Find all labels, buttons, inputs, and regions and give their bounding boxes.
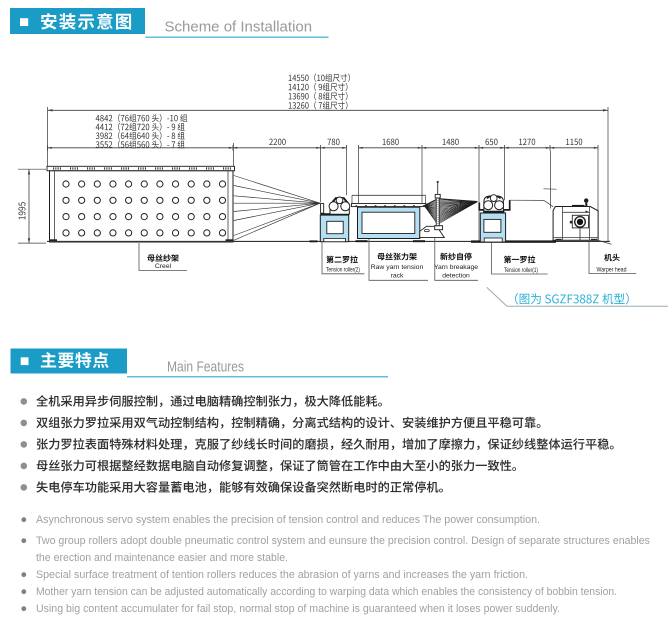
- svg-text:Scheme of Installation: Scheme of Installation: [165, 19, 313, 36]
- svg-text:Mother yarn tension can be adj: Mother yarn tension can be adjusted auto…: [36, 586, 617, 598]
- svg-text:Tension roller(2): Tension roller(2): [326, 267, 360, 274]
- svg-text:Tension roller(1): Tension roller(1): [504, 267, 538, 274]
- svg-text:Raw yarn tension: Raw yarn tension: [371, 264, 424, 271]
- svg-text:Two group rollers adopt double: Two group rollers adopt double pneumatic…: [36, 535, 650, 547]
- svg-text:Special surface treatment of t: Special surface treatment of tention rol…: [36, 569, 528, 581]
- svg-text:Warper head: Warper head: [597, 266, 627, 273]
- svg-text:detection: detection: [442, 272, 470, 279]
- svg-text:Creel: Creel: [155, 263, 172, 270]
- svg-text:Using big content accumulater: Using big content accumulater for fail s…: [36, 603, 560, 615]
- svg-text:Main Features: Main Features: [167, 359, 244, 376]
- svg-text:Yarn breakage: Yarn breakage: [434, 264, 478, 271]
- svg-text:Asynchronous servo system enab: Asynchronous servo system enables the pr…: [36, 514, 540, 526]
- svg-text:rack: rack: [391, 272, 404, 279]
- svg-text:the erection and maintenance e: the erection and maintenance easier and …: [36, 552, 288, 564]
